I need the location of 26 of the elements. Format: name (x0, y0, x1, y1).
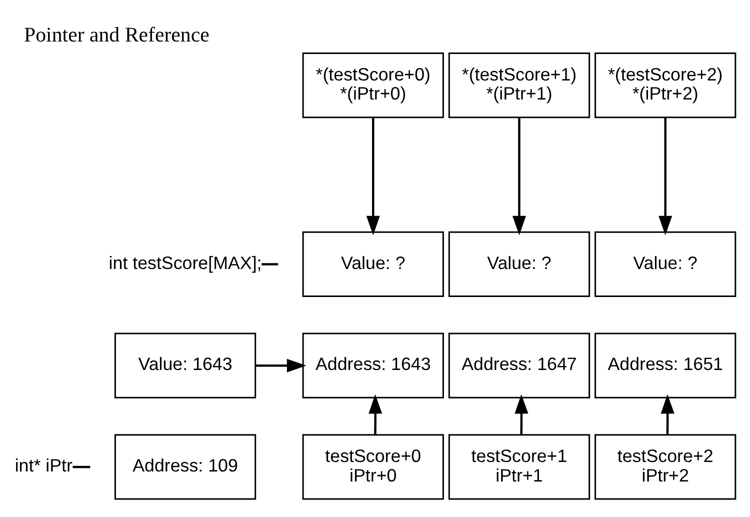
node-box: Value: 1643 (114, 332, 256, 398)
node-box: Value: ? (594, 230, 736, 297)
diagram-title: Pointer and Reference (24, 22, 210, 46)
connector (72, 465, 90, 468)
node-box: Value: ? (448, 230, 590, 297)
arrow (514, 394, 528, 434)
node-text: int testScore[MAX]; (108, 252, 262, 272)
node-box: Address: 1643 (302, 332, 444, 398)
arrow (658, 116, 672, 235)
connector (262, 262, 278, 265)
arrow (256, 358, 306, 372)
node-box: *(testScore+2) *(iPtr+2) (594, 52, 736, 118)
node-box: Address: 1651 (594, 332, 736, 398)
arrow (368, 394, 382, 434)
node-text: int* iPtr (14, 455, 72, 476)
node-box: testScore+0 iPtr+0 (302, 434, 444, 500)
node-box: *(testScore+0) *(iPtr+0) (302, 52, 444, 118)
node-box: *(testScore+1) *(iPtr+1) (448, 52, 590, 118)
node-box: Address: 109 (114, 434, 256, 500)
node-box: testScore+1 iPtr+1 (448, 434, 590, 500)
arrow (660, 394, 674, 434)
node-box: Address: 1647 (448, 332, 590, 398)
node-box: testScore+2 iPtr+2 (594, 434, 736, 500)
arrow (366, 116, 380, 235)
node-box: Value: ? (302, 230, 444, 297)
arrow (512, 116, 526, 235)
